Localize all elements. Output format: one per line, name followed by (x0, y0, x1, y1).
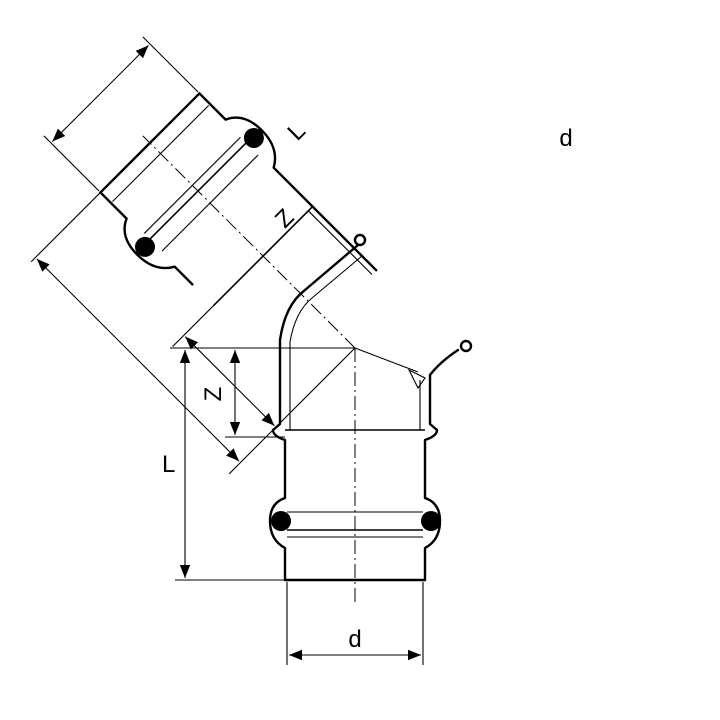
upper-socket (99, 92, 378, 349)
upper-inner-wall-right (307, 210, 373, 275)
bend-inner-wall (289, 255, 363, 352)
lower-right-wall (423, 373, 442, 582)
upper-right-wall (198, 92, 378, 272)
lower-z-label: Z (200, 387, 227, 402)
upper-dimensions (30, 36, 356, 475)
upper-ext-mouth (30, 192, 101, 263)
upper-z-dimension (184, 336, 275, 427)
weld-bead (407, 368, 426, 390)
upper-diameter-label: d (559, 125, 572, 152)
upper-stop-bead-inner (459, 339, 473, 353)
lower-dimensions: L Z d (162, 347, 424, 665)
upper-ext-base (228, 347, 356, 475)
upper-diam-ext-left (43, 135, 100, 192)
upper-length-dimension (36, 258, 240, 462)
upper-inner-line-c (143, 136, 241, 234)
miter-line (354, 347, 419, 373)
lower-seal-ring-right (421, 511, 441, 531)
upper-seal-ring-right (243, 127, 264, 148)
upper-diam-ext-right (142, 36, 199, 93)
lower-length-label: L (162, 451, 175, 478)
bend-inside-wall (428, 348, 460, 377)
upper-centerline (142, 135, 356, 349)
upper-ext-z (172, 305, 214, 347)
upper-stop-bead-outer (353, 233, 367, 247)
bend-body (278, 233, 473, 390)
upper-z-label: Z (270, 204, 299, 233)
lower-socket (268, 348, 442, 605)
upper-length-label: L (282, 117, 311, 146)
bend-outer-wall (278, 243, 360, 354)
lower-seal-ring-left (271, 511, 291, 531)
lower-left-wall (268, 350, 287, 582)
upper-diameter-dimension (51, 44, 149, 142)
lower-diameter-label: d (348, 626, 361, 653)
upper-seal-ring-left (134, 236, 155, 257)
